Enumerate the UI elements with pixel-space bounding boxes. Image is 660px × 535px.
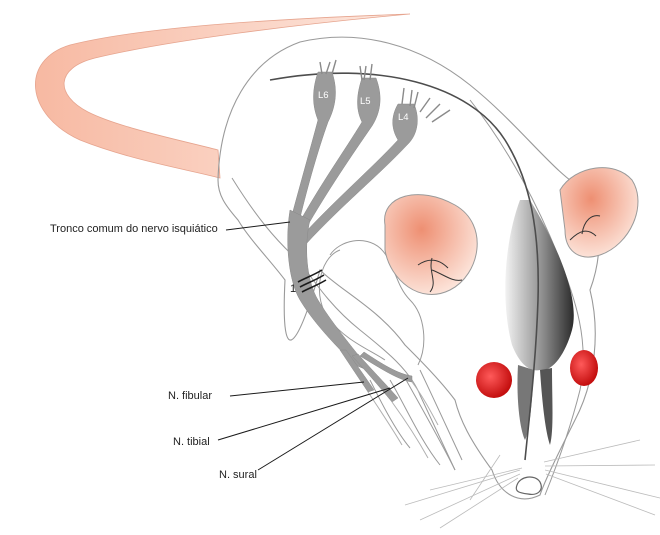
label-sural-nerve: N. sural	[219, 469, 257, 481]
root-l6	[292, 72, 335, 218]
root-label-l6: L6	[318, 90, 329, 101]
label-sciatic-trunk: Tronco comum do nervo isquiático	[50, 223, 218, 235]
label-fibular-nerve: N. fibular	[168, 390, 212, 402]
nose-tip	[516, 477, 541, 494]
left-eye	[476, 362, 512, 398]
tail	[35, 14, 410, 178]
sciatic-trunk	[288, 210, 372, 372]
right-ear	[560, 168, 638, 257]
snout-shading	[505, 200, 573, 370]
snout-lower-right	[540, 368, 553, 445]
label-tibial-nerve: N. tibial	[173, 436, 210, 448]
right-eye	[570, 350, 598, 386]
root-label-l5: L5	[360, 96, 371, 107]
root-label-l4: L4	[398, 112, 409, 123]
left-ear	[385, 195, 478, 295]
whiskers	[405, 440, 660, 528]
label-ligature: 1	[290, 283, 296, 295]
foreleg-outline	[319, 250, 385, 360]
